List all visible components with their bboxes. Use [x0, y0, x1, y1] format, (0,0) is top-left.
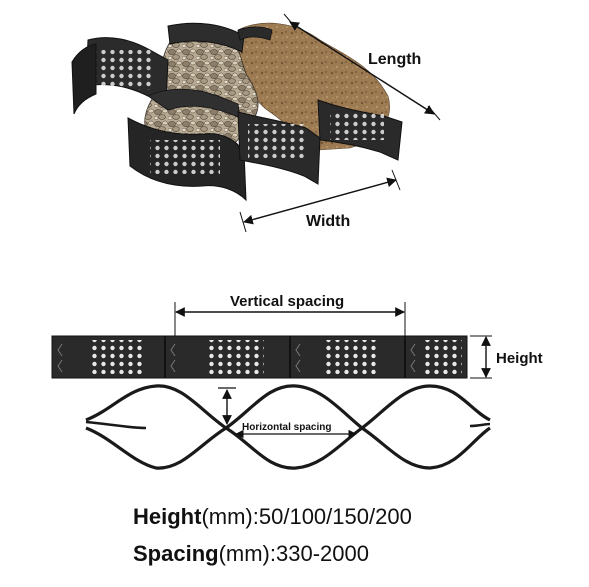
- strip-perforations: [324, 340, 380, 374]
- height-label: Height: [496, 350, 543, 367]
- strip-perforations: [208, 340, 264, 374]
- spec-height: Height(mm):50/100/150/200: [133, 504, 412, 530]
- geocell-3d-illustration: [71, 22, 403, 202]
- horizontal-spacing-label: Horizontal spacing: [242, 422, 331, 433]
- horizontal-spacing-dimension: Horizontal spacing: [235, 422, 357, 439]
- plan-view-cells: [85, 384, 491, 470]
- vertical-spacing-dimension: Vertical spacing: [174, 293, 406, 336]
- cell-wall-left-flap: [71, 43, 97, 115]
- cell-wall-inner: [147, 88, 241, 119]
- wall-perforations: [150, 140, 220, 174]
- wall-perforations: [248, 124, 306, 158]
- length-label: Length: [368, 51, 421, 68]
- length-dimension: Length: [283, 13, 441, 121]
- spec-spacing-value: :330-2000: [269, 541, 369, 566]
- spec-spacing-name: Spacing: [133, 541, 219, 566]
- spec-spacing-unit: (mm): [218, 541, 270, 566]
- spec-height-value: :50/100/150/200: [252, 504, 412, 529]
- spec-spacing: Spacing(mm):330-2000: [133, 541, 369, 567]
- strip-perforations: [424, 340, 462, 374]
- width-dimension: Width: [239, 169, 401, 233]
- strip-perforations: [92, 340, 144, 374]
- width-label: Width: [306, 213, 350, 230]
- wall-perforations: [96, 50, 154, 90]
- spec-height-unit: (mm): [201, 504, 253, 529]
- cell-wall-top-middle: [167, 22, 245, 53]
- wall-perforations: [330, 112, 384, 140]
- side-view-strip: [51, 335, 468, 379]
- cell-wall-back-right: [237, 26, 273, 41]
- vertical-spacing-label: Vertical spacing: [230, 293, 344, 310]
- height-dimension: Height: [470, 335, 543, 379]
- cell-depth-marker: [218, 387, 236, 425]
- spec-height-name: Height: [133, 504, 202, 529]
